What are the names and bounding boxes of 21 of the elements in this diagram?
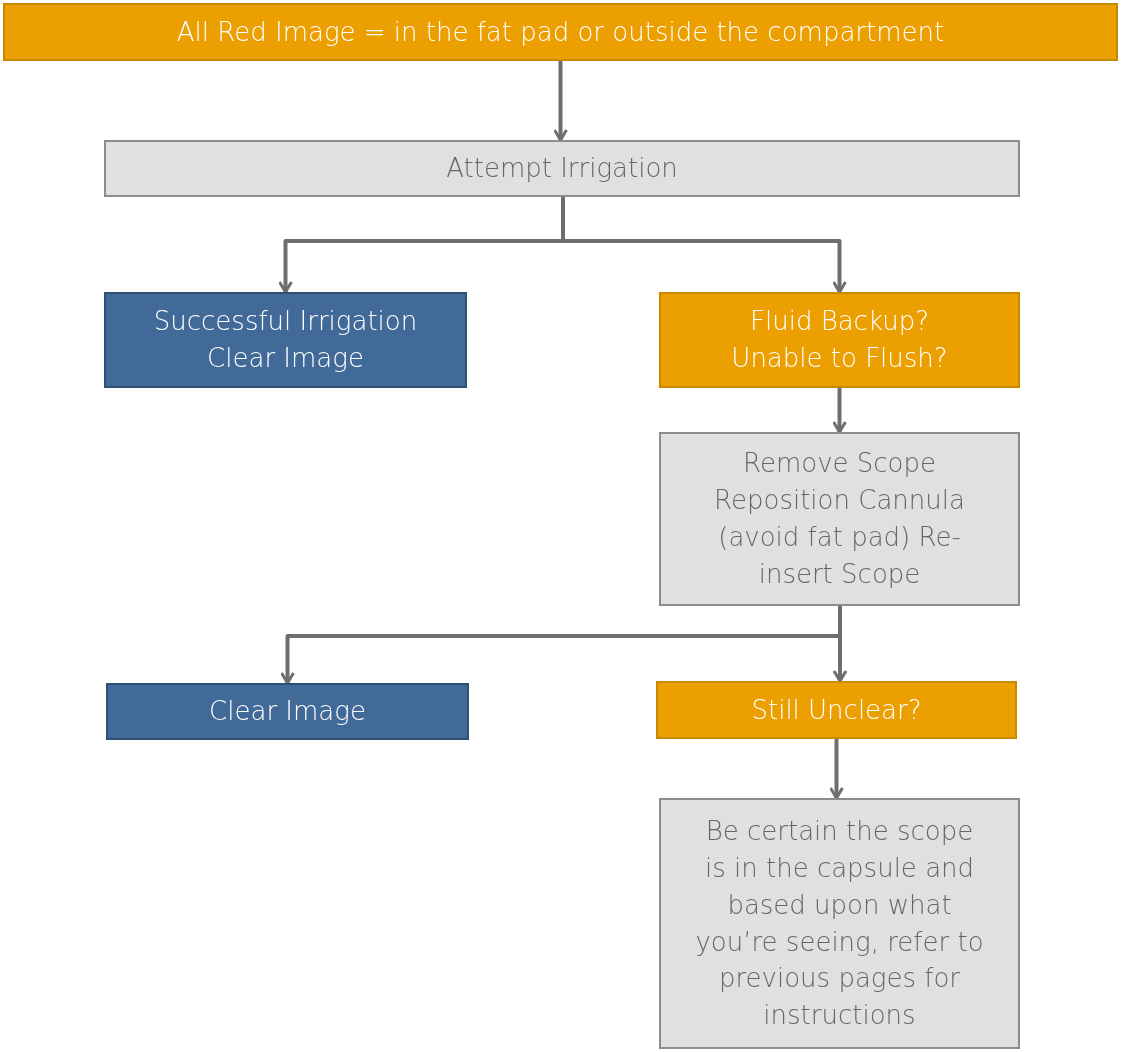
process-box xyxy=(659,798,1020,1049)
arrow xyxy=(829,739,844,800)
result-box xyxy=(106,683,469,740)
box-text: All Red Image = in the fat pad or outside the compartment xyxy=(176,15,945,49)
result-box xyxy=(104,292,467,388)
process-box xyxy=(659,432,1020,606)
arrow xyxy=(832,606,848,683)
decision-box xyxy=(659,292,1020,388)
decision-box xyxy=(3,3,1118,61)
process-box xyxy=(104,140,1020,197)
box-text: Successful Irrigation Clear Image xyxy=(152,305,419,375)
box-text: Clear Image xyxy=(209,695,366,729)
box-text: Be certain the scope is in the capsule and based upon what you’re seeing, refer to previous pages for instructions xyxy=(694,814,985,1033)
arrow xyxy=(553,61,568,142)
arrow xyxy=(832,388,847,434)
box-text: Attempt Irrigation xyxy=(446,152,678,186)
box-text: Still Unclear? xyxy=(751,693,922,727)
arrow xyxy=(561,197,847,294)
box-text: Fluid Backup? Unable to Flush? xyxy=(730,305,949,375)
box-text: Remove Scope Reposition Cannula (avoid fat pad) Re-insert Scope xyxy=(713,447,966,591)
decision-box xyxy=(656,681,1017,739)
